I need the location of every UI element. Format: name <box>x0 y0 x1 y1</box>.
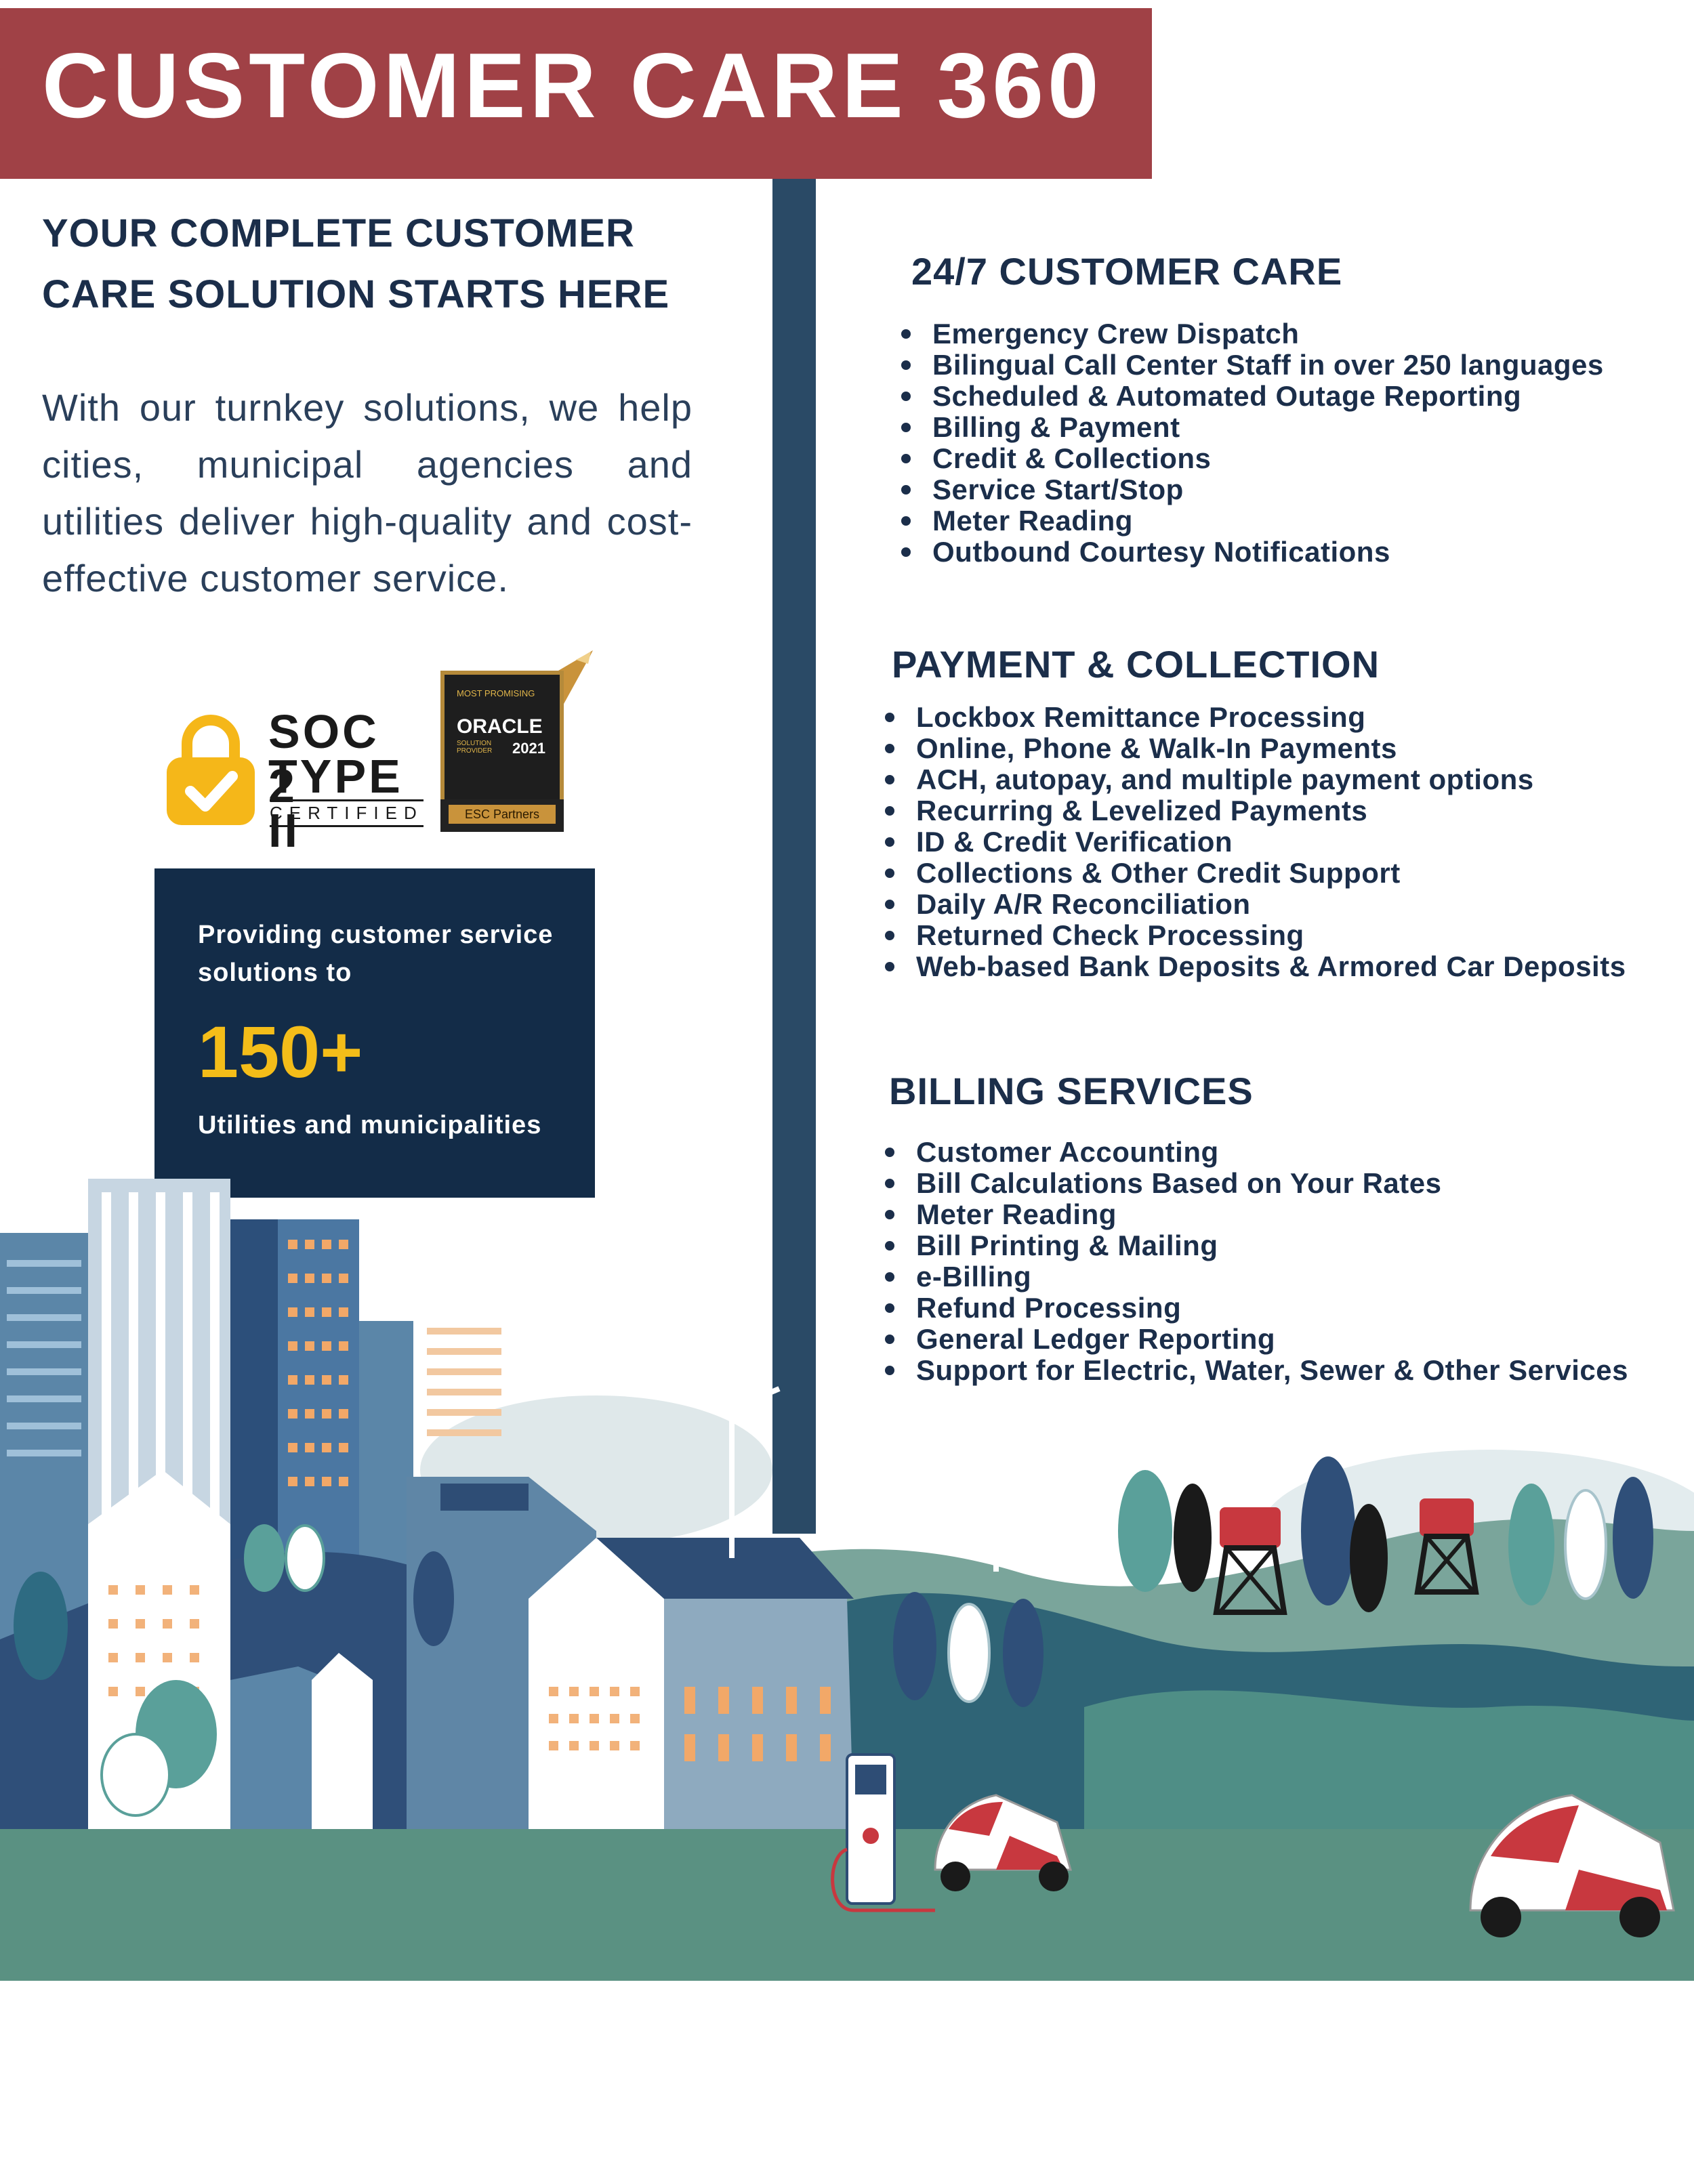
section-title-customer-care: 24/7 CUSTOMER CARE <box>911 250 1343 293</box>
bullet-icon <box>885 868 894 878</box>
list-item: Scheduled & Automated Outage Reporting <box>901 381 1604 412</box>
list-item: General Ledger Reporting <box>885 1324 1628 1355</box>
bullet-icon <box>901 360 911 370</box>
bullet-icon <box>885 1241 894 1251</box>
header-banner <box>0 8 1152 179</box>
bullet-icon <box>885 713 894 722</box>
bullet-icon <box>901 392 911 401</box>
bullet-icon <box>885 1179 894 1188</box>
bullet-icon <box>885 806 894 816</box>
soc-label-3: CERTIFIED <box>270 799 424 827</box>
wind-turbines <box>683 1379 1058 1572</box>
bullet-icon <box>885 1148 894 1157</box>
bullet-icon <box>885 962 894 971</box>
bullet-icon <box>901 423 911 432</box>
oracle-name: ORACLE <box>457 715 543 738</box>
water-towers <box>1213 1498 1479 1615</box>
oracle-plate: ESC Partners <box>449 805 556 824</box>
stats-caption: Utilities and municipalities <box>198 1111 542 1139</box>
soc-label-2: TYPE II <box>268 750 403 857</box>
list-item: Recurring & Levelized Payments <box>885 795 1626 826</box>
list-item: Customer Accounting <box>885 1137 1628 1168</box>
list-item: Bill Printing & Mailing <box>885 1230 1628 1261</box>
bullet-icon <box>885 775 894 784</box>
list-item: Service Start/Stop <box>901 474 1604 505</box>
list-item: Lockbox Remittance Processing <box>885 702 1626 733</box>
charging-station-icon <box>831 1753 935 1912</box>
list-item: Daily A/R Reconciliation <box>885 889 1626 920</box>
list-item: Emergency Crew Dispatch <box>901 318 1604 350</box>
list-item: ACH, autopay, and multiple payment optio… <box>885 764 1626 795</box>
list-item: Outbound Courtesy Notifications <box>901 537 1604 568</box>
bullet-icon <box>885 744 894 753</box>
oracle-award-badge: MOST PROMISING ORACLE SOLUTION PROVIDER … <box>434 644 603 847</box>
trees <box>14 1456 1653 1817</box>
list-item: Bill Calculations Based on Your Rates <box>885 1168 1628 1199</box>
customer-care-list: Emergency Crew Dispatch Bilingual Call C… <box>901 318 1604 568</box>
list-item: Meter Reading <box>901 505 1604 537</box>
soc-label-1: SOC 2 <box>268 705 379 812</box>
list-item: Returned Check Processing <box>885 920 1626 951</box>
oracle-year: 2021 <box>512 740 545 757</box>
list-item: Credit & Collections <box>901 443 1604 474</box>
bullet-icon <box>901 454 911 463</box>
page-title: CUSTOMER CARE 360 <box>42 34 1103 137</box>
list-item: Refund Processing <box>885 1293 1628 1324</box>
bullet-icon <box>901 485 911 495</box>
payment-collection-list: Lockbox Remittance Processing Online, Ph… <box>885 702 1626 982</box>
electric-car-icon-2 <box>1469 1794 1675 1937</box>
soc2-badge: SOC 2 TYPE II CERTIFIED <box>160 705 424 857</box>
stats-number: 150+ <box>198 1011 363 1093</box>
list-item: e-Billing <box>885 1261 1628 1293</box>
bullet-icon <box>885 1335 894 1344</box>
bullet-icon <box>885 1303 894 1313</box>
list-item: Online, Phone & Walk-In Payments <box>885 733 1626 764</box>
bullet-icon <box>901 329 911 339</box>
bullet-icon <box>885 900 894 909</box>
stats-box <box>154 868 595 1198</box>
tagline-line-2: CARE SOLUTION STARTS HERE <box>42 272 670 316</box>
bullet-icon <box>885 1272 894 1282</box>
oracle-small-text: MOST PROMISING <box>457 688 535 698</box>
bullet-icon <box>885 931 894 940</box>
tagline: YOUR COMPLETE CUSTOMER CARE SOLUTION STA… <box>42 203 720 325</box>
bullet-icon <box>885 1366 894 1375</box>
city-scene-illustration <box>0 1179 1694 1981</box>
oracle-sub-text: SOLUTION PROVIDER <box>457 740 493 755</box>
tagline-line-1: YOUR COMPLETE CUSTOMER <box>42 211 635 255</box>
list-item: Billing & Payment <box>901 412 1604 443</box>
list-item: Meter Reading <box>885 1199 1628 1230</box>
list-item: Web-based Bank Deposits & Armored Car De… <box>885 951 1626 982</box>
intro-paragraph: With our turnkey solutions, we help citi… <box>42 386 693 600</box>
bullet-icon <box>901 547 911 557</box>
column-divider <box>772 179 816 1534</box>
list-item: Collections & Other Credit Support <box>885 858 1626 889</box>
bullet-icon <box>885 1210 894 1219</box>
billing-services-list: Customer Accounting Bill Calculations Ba… <box>885 1137 1628 1386</box>
bullet-icon <box>901 516 911 526</box>
list-item: Support for Electric, Water, Sewer & Oth… <box>885 1355 1628 1386</box>
section-title-payment-collection: PAYMENT & COLLECTION <box>892 643 1380 686</box>
lock-check-icon <box>167 715 255 825</box>
stats-description: Providing customer service solutions to <box>198 921 554 987</box>
section-title-billing-services: BILLING SERVICES <box>889 1070 1254 1112</box>
electric-car-icon <box>934 1794 1072 1891</box>
bullet-icon <box>885 837 894 847</box>
oracle-plaque: MOST PROMISING ORACLE SOLUTION PROVIDER … <box>440 671 564 807</box>
list-item: Bilingual Call Center Staff in over 250 … <box>901 350 1604 381</box>
list-item: ID & Credit Verification <box>885 826 1626 858</box>
